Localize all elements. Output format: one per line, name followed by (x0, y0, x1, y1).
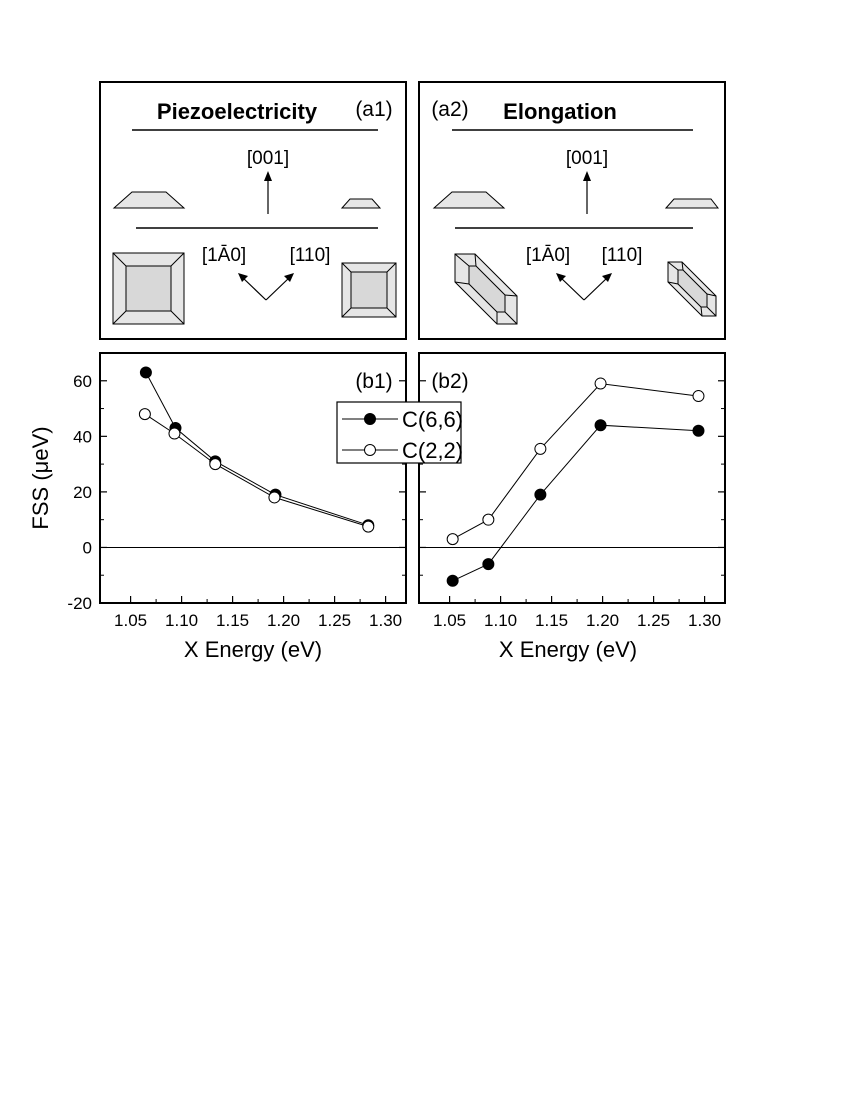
inplane-axes-arrows (556, 273, 612, 301)
small-dot-side-profile (340, 198, 382, 209)
chart-b2-xlabel: X Energy (eV) (499, 637, 637, 662)
large-dot-side-profile (432, 191, 506, 209)
point-c22 (534, 442, 547, 455)
x-tick-label: 1.10 (484, 611, 517, 630)
panel-a1-title: Piezoelectricity (157, 99, 318, 124)
panel-a1: Piezoelectricity (a1) [001] [1Ā0] [110] (99, 81, 407, 340)
legend: C(6,6) C(2,2) (336, 401, 463, 464)
series-line-c66 (452, 424, 699, 582)
dir-1-10-label: [1Ā0] (526, 245, 570, 266)
chart-b2-tag: (b2) (431, 370, 468, 393)
inplane-axes-arrows (238, 273, 294, 301)
legend-entry-c22: C(2,2) (342, 438, 463, 463)
point-c66 (692, 424, 705, 437)
point-c66 (482, 558, 495, 571)
point-c66 (594, 419, 607, 432)
dir-110-label: [110] (290, 245, 331, 266)
panel-a1-frame (99, 81, 407, 340)
panel-a2-tag: (a2) (431, 98, 468, 121)
x-tick-label: 1.05 (433, 611, 466, 630)
point-c22 (268, 491, 281, 504)
chart-b1-points (138, 366, 375, 533)
dir-001-label: [001] (566, 148, 608, 169)
small-square-dot-top-view (341, 262, 397, 318)
dir-001-label: [001] (247, 148, 289, 169)
point-c66 (446, 574, 459, 587)
panel-a2-frame (418, 81, 726, 340)
point-c66 (534, 488, 547, 501)
point-c22 (168, 427, 181, 440)
small-dot-side-profile (664, 198, 720, 209)
chart-b1-xlabel: X Energy (eV) (184, 637, 322, 662)
point-c22 (482, 513, 495, 526)
chart-b2-points (446, 377, 705, 587)
small-elongated-dot-top-view (667, 261, 717, 317)
chart-b2-series-lines (452, 383, 699, 582)
x-tick-label: 1.25 (318, 611, 351, 630)
legend-box (336, 401, 462, 464)
x-tick-label: 1.05 (114, 611, 147, 630)
large-elongated-dot-top-view (454, 253, 518, 325)
x-tick-label: 1.15 (216, 611, 249, 630)
chart-b1-ticks: 1.05 1.10 1.15 1.20 1.25 1.30 -20 0 20 40 60 (67, 372, 406, 630)
y-tick-label: 60 (73, 372, 92, 391)
point-c22 (362, 520, 375, 533)
legend-entry-c66: C(6,6) (342, 407, 463, 432)
chart-b1-frame (99, 352, 407, 604)
chart-b1-series-lines (144, 372, 369, 528)
filled-circle-marker (364, 413, 376, 425)
dir-1-10-label: [1Ā0] (202, 245, 246, 266)
point-c22 (138, 408, 151, 421)
legend-label: C(2,2) (402, 438, 463, 463)
arrow-001-head (264, 171, 272, 181)
chart-b2-frame (418, 352, 726, 604)
arrow-001-head (583, 171, 591, 181)
point-c22 (446, 533, 459, 546)
panel-a2: (a2) Elongation [001] [1Ā0] [110] (418, 81, 726, 340)
y-tick-label: 0 (83, 538, 92, 557)
chart-b2: 1.05 1.10 1.15 1.20 1.25 1.30 (b2) X Energy (… (418, 352, 726, 662)
chart-b1-tag: (b1) (355, 370, 392, 393)
x-tick-label: 1.10 (165, 611, 198, 630)
point-c66 (139, 366, 152, 379)
panel-a2-title: Elongation (503, 99, 617, 124)
y-tick-label: -20 (67, 594, 92, 613)
y-tick-label: 20 (73, 483, 92, 502)
x-tick-label: 1.20 (586, 611, 619, 630)
legend-label: C(6,6) (402, 407, 463, 432)
series-line-c66 (145, 372, 369, 526)
x-tick-label: 1.30 (688, 611, 721, 630)
large-dot-side-profile (112, 191, 186, 209)
open-circle-marker (364, 444, 376, 456)
panel-a1-tag: (a1) (355, 98, 392, 121)
point-c22 (692, 390, 705, 403)
dir-110-label: [110] (602, 245, 643, 266)
x-tick-label: 1.15 (535, 611, 568, 630)
x-tick-label: 1.30 (369, 611, 402, 630)
chart-b1-ylabel: FSS (μeV) (28, 426, 53, 529)
large-square-dot-top-view (112, 252, 185, 325)
point-c22 (209, 458, 222, 471)
x-tick-label: 1.25 (637, 611, 670, 630)
point-c22 (594, 377, 607, 390)
x-tick-label: 1.20 (267, 611, 300, 630)
chart-b2-ticks: 1.05 1.10 1.15 1.20 1.25 1.30 (419, 380, 725, 630)
y-tick-label: 40 (73, 427, 92, 446)
